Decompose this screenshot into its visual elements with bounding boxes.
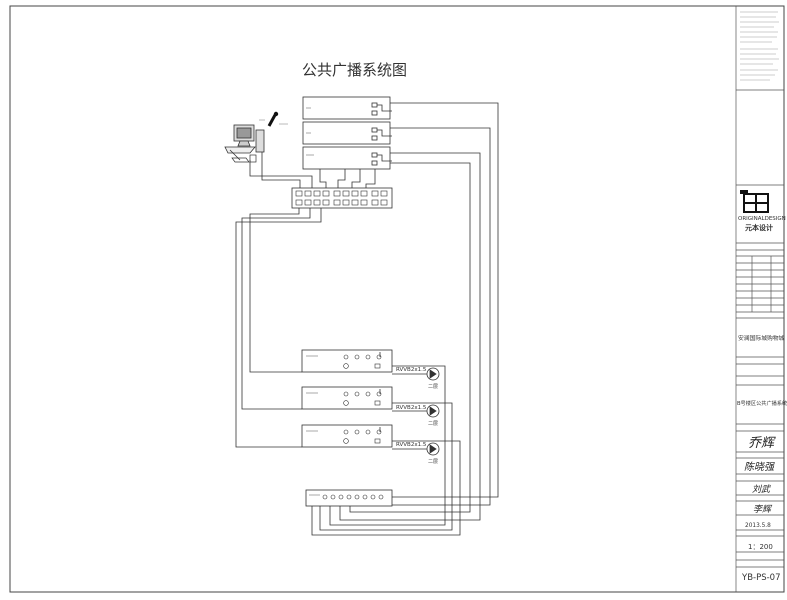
- logo-text: ORIGINALDESIGN: [738, 216, 786, 222]
- keyboard-icon: [231, 154, 257, 163]
- cable-label: RVVB2x1.5: [396, 442, 427, 448]
- drawing-name: B号楼区公共广播系统图: [737, 399, 787, 407]
- title-block: [735, 6, 784, 592]
- notes-text: [740, 11, 779, 81]
- signature: 李辉: [753, 504, 773, 515]
- speaker-label: 二层: [428, 459, 438, 465]
- signature: 陈晓强: [744, 461, 775, 473]
- speaker-label: 二层: [428, 421, 438, 427]
- drawing-scale: 1：200: [748, 543, 773, 551]
- project-name: 安澜国际城购物城: [738, 334, 785, 342]
- signature: 乔辉: [748, 436, 776, 451]
- sheet-border: [9, 5, 785, 593]
- diagram-title: 公共广播系统图: [302, 61, 407, 79]
- microphone-icon: [267, 111, 279, 127]
- speaker-label: 二层: [428, 384, 438, 390]
- company-name: 元本设计: [745, 223, 773, 232]
- cable-label: RVVB2x1.5: [396, 405, 427, 411]
- cable-label: RVVB2x1.5: [396, 367, 427, 373]
- company-logo: [740, 190, 769, 213]
- wiring: [235, 102, 499, 536]
- speaker-icon: [426, 367, 440, 456]
- computer-icon: [224, 124, 265, 161]
- drawing-number: YB-PS-07: [741, 573, 781, 583]
- equipment-unit: [302, 96, 391, 170]
- signature: 刘武: [752, 484, 771, 495]
- drawing-date: 2013.5.8: [745, 523, 771, 529]
- matrix-unit: [291, 187, 393, 209]
